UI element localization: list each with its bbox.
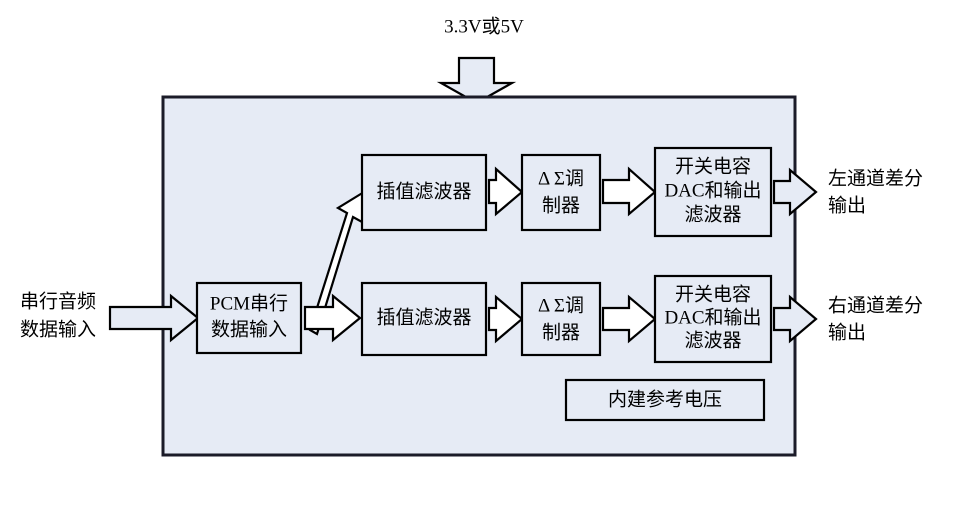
pcm-to-right-channel-arrow-icon [303, 293, 362, 343]
block-switched-cap-dac-right-label-line3: 滤波器 [684, 329, 741, 351]
right-channel-output-arrow-icon [772, 294, 818, 344]
left-channel-output-label-line1: 左通道差分 [828, 167, 923, 189]
serial-audio-input-label-line2: 数据输入 [20, 318, 96, 340]
block-delta-sigma-modulator-right-label-line2: 制器 [542, 321, 580, 343]
right-channel-output-label-line2: 输出 [828, 321, 866, 343]
block-interpolation-filter-left [360, 153, 488, 232]
interp-to-modulator-arrow-right-icon [487, 294, 524, 344]
block-pcm-serial-input [195, 281, 303, 355]
block-switched-cap-dac-right-label-line1: 开关电容 [675, 283, 751, 305]
supply-down-arrow-icon [436, 56, 517, 105]
block-interpolation-filter-left-label: 插值滤波器 [376, 180, 471, 202]
block-internal-reference-voltage-label: 内建参考电压 [608, 388, 722, 410]
block-switched-cap-dac-right [653, 274, 773, 364]
serial-audio-input-arrow-icon [108, 293, 200, 343]
block-switched-cap-dac-left-label-line2: DAC和输出 [664, 179, 761, 201]
left-channel-output-arrow-icon [772, 167, 818, 217]
supply-voltage-label: 3.3V或5V [444, 15, 524, 37]
block-switched-cap-dac-left-label-line3: 滤波器 [684, 203, 741, 225]
modulator-to-dac-arrow-right-icon [601, 294, 657, 344]
modulator-to-dac-arrow-left-icon [601, 166, 657, 217]
block-switched-cap-dac-right-label-line2: DAC和输出 [664, 306, 761, 328]
block-internal-reference-voltage [564, 378, 766, 422]
block-switched-cap-dac-left-label-line1: 开关电容 [675, 155, 751, 177]
block-interpolation-filter-right-label: 插值滤波器 [376, 306, 471, 328]
block-delta-sigma-modulator-right-label-line1: Δ Σ调 [538, 294, 584, 316]
block-pcm-serial-input-label-line1: PCM串行 [210, 292, 288, 314]
left-channel-output-label-line2: 输出 [828, 194, 866, 216]
serial-audio-input-label-line1: 串行音频 [20, 290, 96, 312]
block-pcm-serial-input-label-line2: 数据输入 [211, 318, 287, 340]
block-delta-sigma-modulator-left-label-line2: 制器 [542, 194, 580, 216]
block-delta-sigma-modulator-left-label-line1: Δ Σ调 [538, 167, 584, 189]
right-channel-output-label-line1: 右通道差分 [828, 294, 923, 316]
block-interpolation-filter-right [360, 281, 488, 357]
block-switched-cap-dac-left [653, 146, 773, 238]
interp-to-modulator-arrow-left-icon [487, 166, 524, 217]
block-delta-sigma-modulator-right [520, 281, 602, 357]
block-delta-sigma-modulator-left [520, 153, 602, 232]
